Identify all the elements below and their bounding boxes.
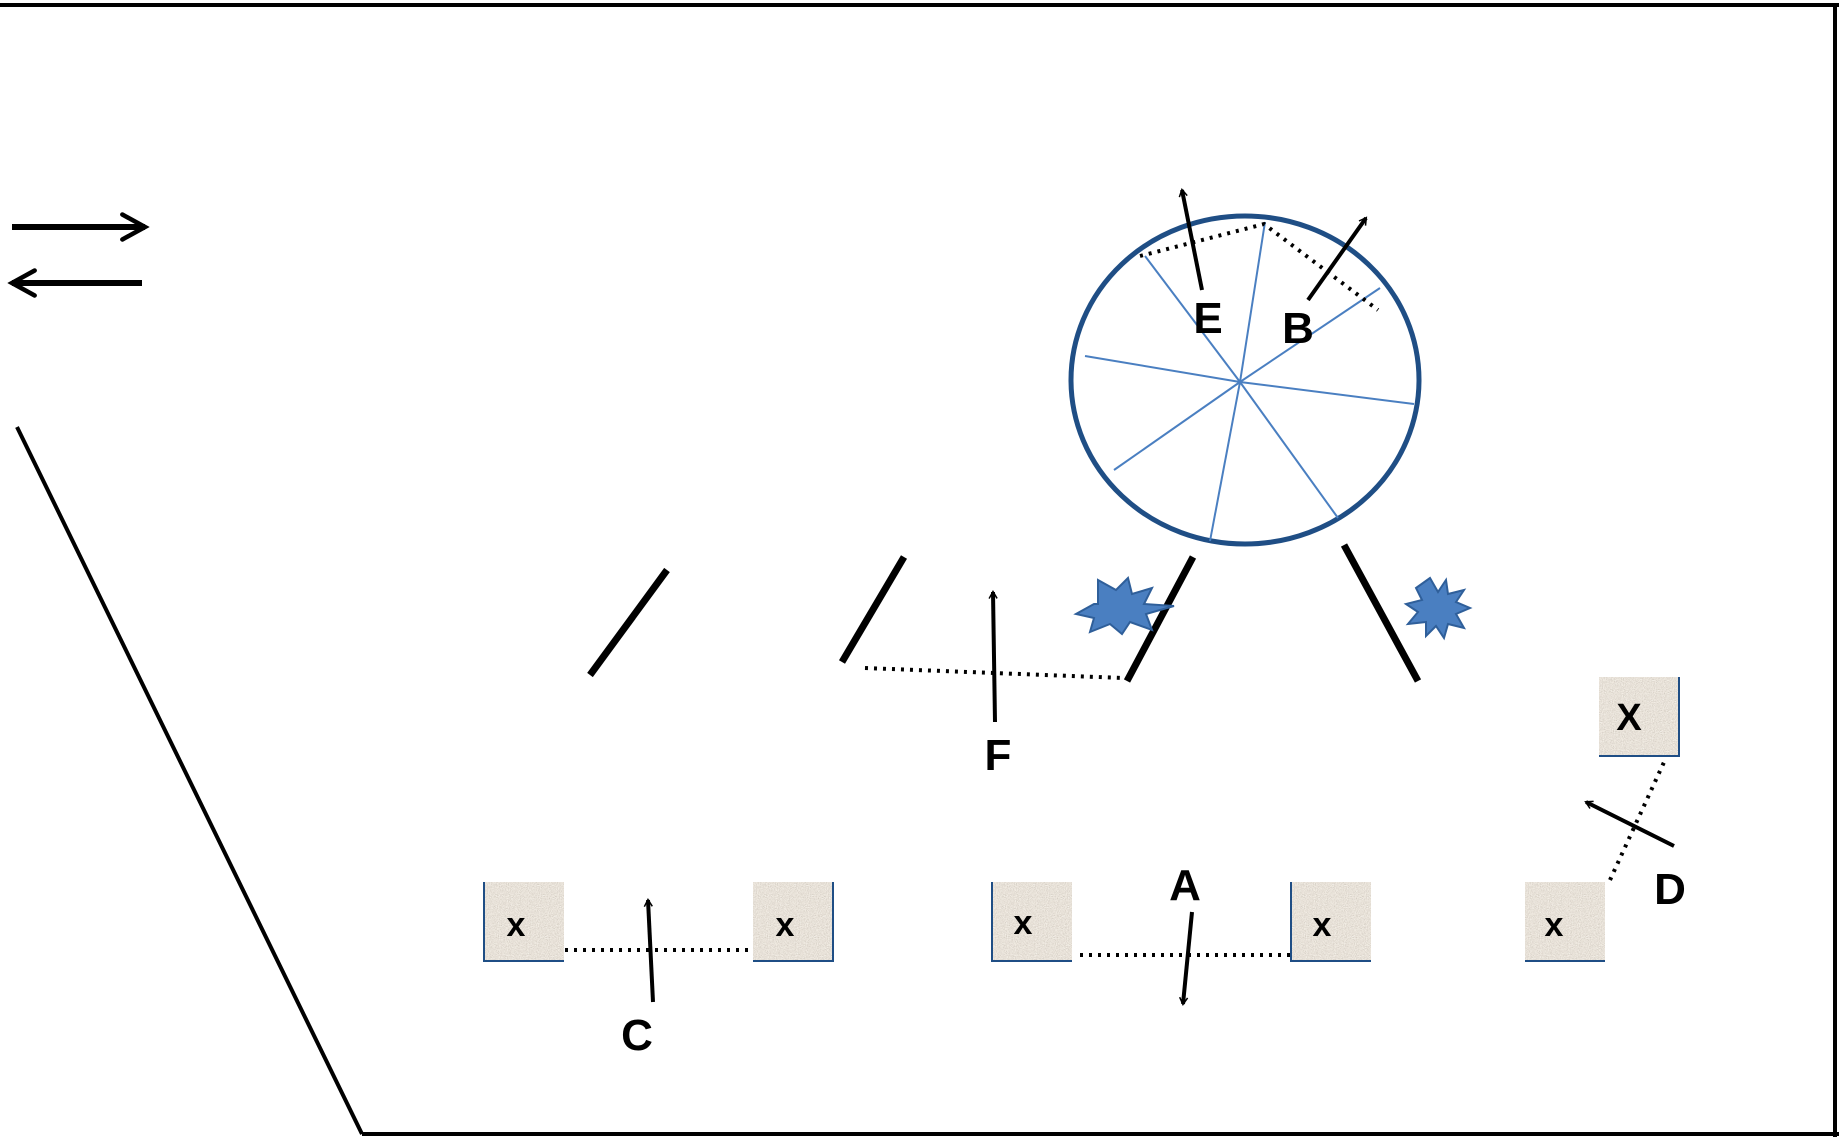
label-d: D	[1654, 865, 1686, 914]
arrow-a	[1178, 911, 1194, 1007]
barrier-2	[838, 555, 908, 664]
dotted-lines	[565, 221, 1667, 957]
dotted-line-d	[1608, 759, 1667, 881]
arrow-c	[643, 897, 655, 1003]
gravel-tile: X	[1599, 677, 1680, 757]
gravel-tile: x	[1290, 882, 1371, 962]
gravel-tile: x	[991, 882, 1072, 962]
gravel-tile: x	[1525, 882, 1605, 962]
diagonal-boundary-line	[15, 426, 364, 1135]
arrow-d	[1584, 800, 1675, 848]
wheel-icon	[1068, 213, 1422, 547]
barriers	[587, 543, 1422, 683]
tile-marker: x	[507, 906, 526, 944]
dotted-line-top-wheel	[1139, 221, 1380, 312]
label-a: A	[1169, 861, 1201, 910]
tile-marker: X	[1616, 697, 1642, 739]
gravel-tile: x	[753, 882, 834, 962]
label-e: E	[1193, 294, 1222, 343]
burst-icon	[1403, 576, 1473, 641]
arrow-b	[1306, 216, 1368, 302]
gravel-tile: x	[483, 882, 564, 962]
double-arrow-right-left-icon	[12, 227, 145, 283]
burst-icon	[1073, 576, 1175, 636]
arrow-e	[1178, 188, 1204, 291]
tile-marker: x	[776, 906, 795, 944]
barrier-4	[1340, 543, 1422, 683]
label-f: F	[985, 731, 1012, 780]
tile-marker: x	[1313, 906, 1332, 944]
tile-marker: x	[1014, 904, 1033, 942]
label-b: B	[1282, 304, 1314, 353]
barrier-1	[587, 567, 670, 678]
arrow-f	[988, 589, 998, 723]
label-c: C	[621, 1011, 653, 1060]
tile-marker: x	[1545, 906, 1564, 944]
barrier-3	[1123, 555, 1197, 683]
